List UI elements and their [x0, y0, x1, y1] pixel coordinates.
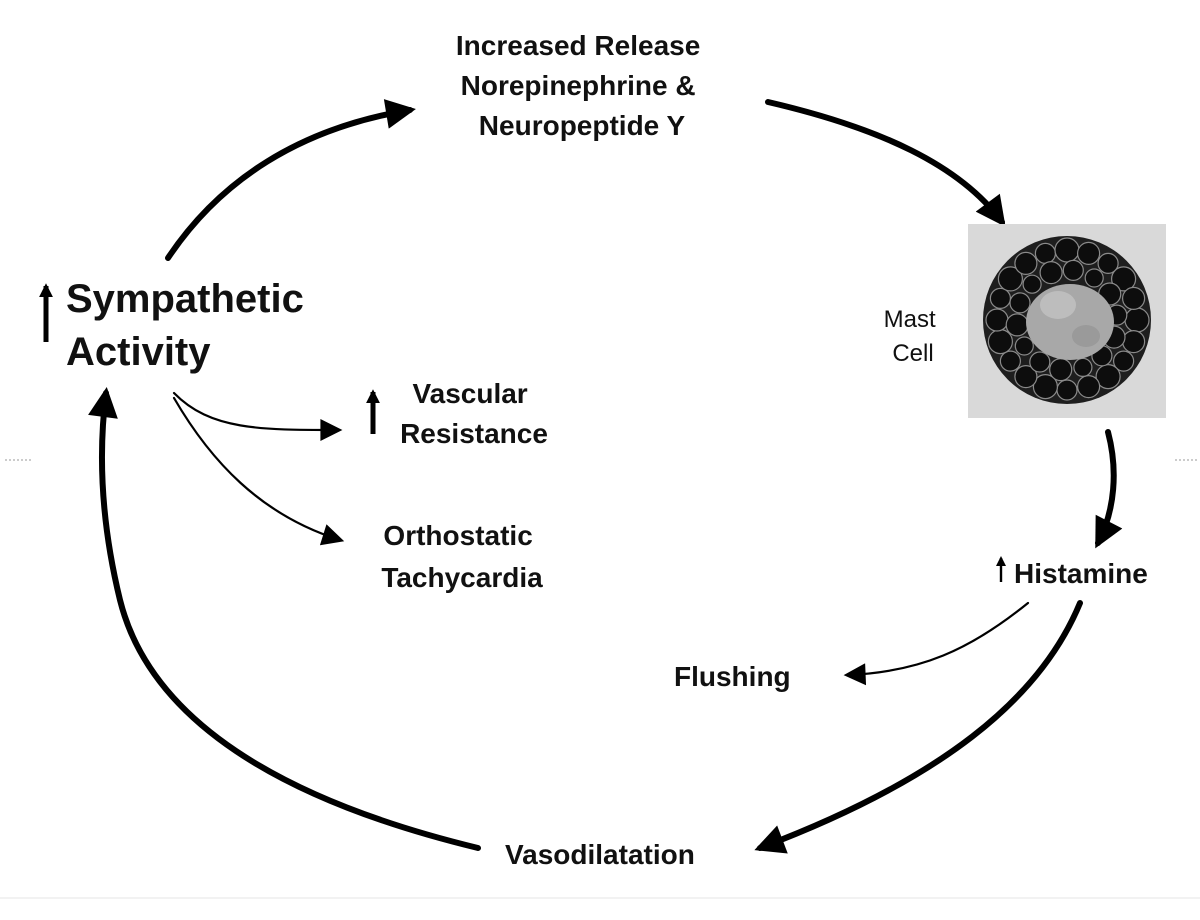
- granule-shape: [1112, 350, 1135, 372]
- granule-shape: [1121, 330, 1146, 354]
- granule-shape: [989, 287, 1012, 309]
- granule-shape: [1014, 251, 1038, 275]
- orthostatic-tachycardia-label: Orthostatic Tachycardia: [381, 520, 543, 593]
- arrow-histamine-to-vasodilatation: [754, 600, 1083, 854]
- granule-shape: [1110, 266, 1137, 292]
- granule-shape: [1014, 336, 1034, 356]
- arrow-histamine-to-flushing: [843, 601, 1030, 686]
- granule-shape: [1095, 364, 1121, 390]
- increased-release-label: Increased Release Norepinephrine & Neuro…: [456, 30, 708, 141]
- granule-shape: [1084, 268, 1104, 288]
- arrow-sympathetic-to-vascular-resistance: [172, 391, 343, 441]
- arrow-vasodilatation-to-sympathetic: [88, 387, 481, 851]
- granule-shape: [1097, 252, 1119, 274]
- granule-shape: [1039, 261, 1063, 285]
- granule-shape: [1076, 241, 1101, 265]
- arrow-release-to-mast-cell: [765, 99, 1006, 227]
- granule-shape: [1073, 357, 1093, 377]
- arrow-mast-cell-to-histamine: [1095, 429, 1123, 549]
- granule-shape: [1121, 286, 1146, 310]
- granule-shape: [1009, 292, 1031, 314]
- histamine-label: Histamine: [1014, 558, 1148, 589]
- granule-shape: [1049, 358, 1073, 382]
- granule-shape: [1056, 379, 1078, 401]
- granule-shape: [1054, 237, 1080, 263]
- granule-shape: [1124, 307, 1150, 333]
- granule-shape: [1029, 351, 1051, 373]
- granule-shape: [1076, 375, 1101, 399]
- arrow-sympathetic-to-orthostatic-tachycardia: [172, 396, 345, 546]
- granule-shape: [985, 308, 1009, 332]
- arrow-sympathetic-to-release: [165, 99, 416, 261]
- granule-shape: [1014, 365, 1038, 389]
- sympathetic-activity-label: Sympathetic Activity: [66, 277, 315, 374]
- granule-shape: [997, 266, 1024, 292]
- granule-shape: [1005, 313, 1029, 337]
- flushing-label: Flushing: [674, 661, 791, 692]
- granule-shape: [987, 329, 1014, 355]
- granule-shape: [1022, 274, 1042, 294]
- mast-cell-micrograph: [968, 224, 1166, 418]
- granule-shape: [999, 350, 1022, 372]
- mast-cell-label: Mast Cell: [884, 306, 943, 367]
- vasodilatation-label: Vasodilatation: [505, 839, 695, 870]
- granule-shape: [1062, 259, 1084, 281]
- granule-shape: [1034, 242, 1057, 264]
- granule-shape: [1032, 374, 1059, 400]
- vascular-resistance-label: Vascular Resistance: [400, 378, 548, 449]
